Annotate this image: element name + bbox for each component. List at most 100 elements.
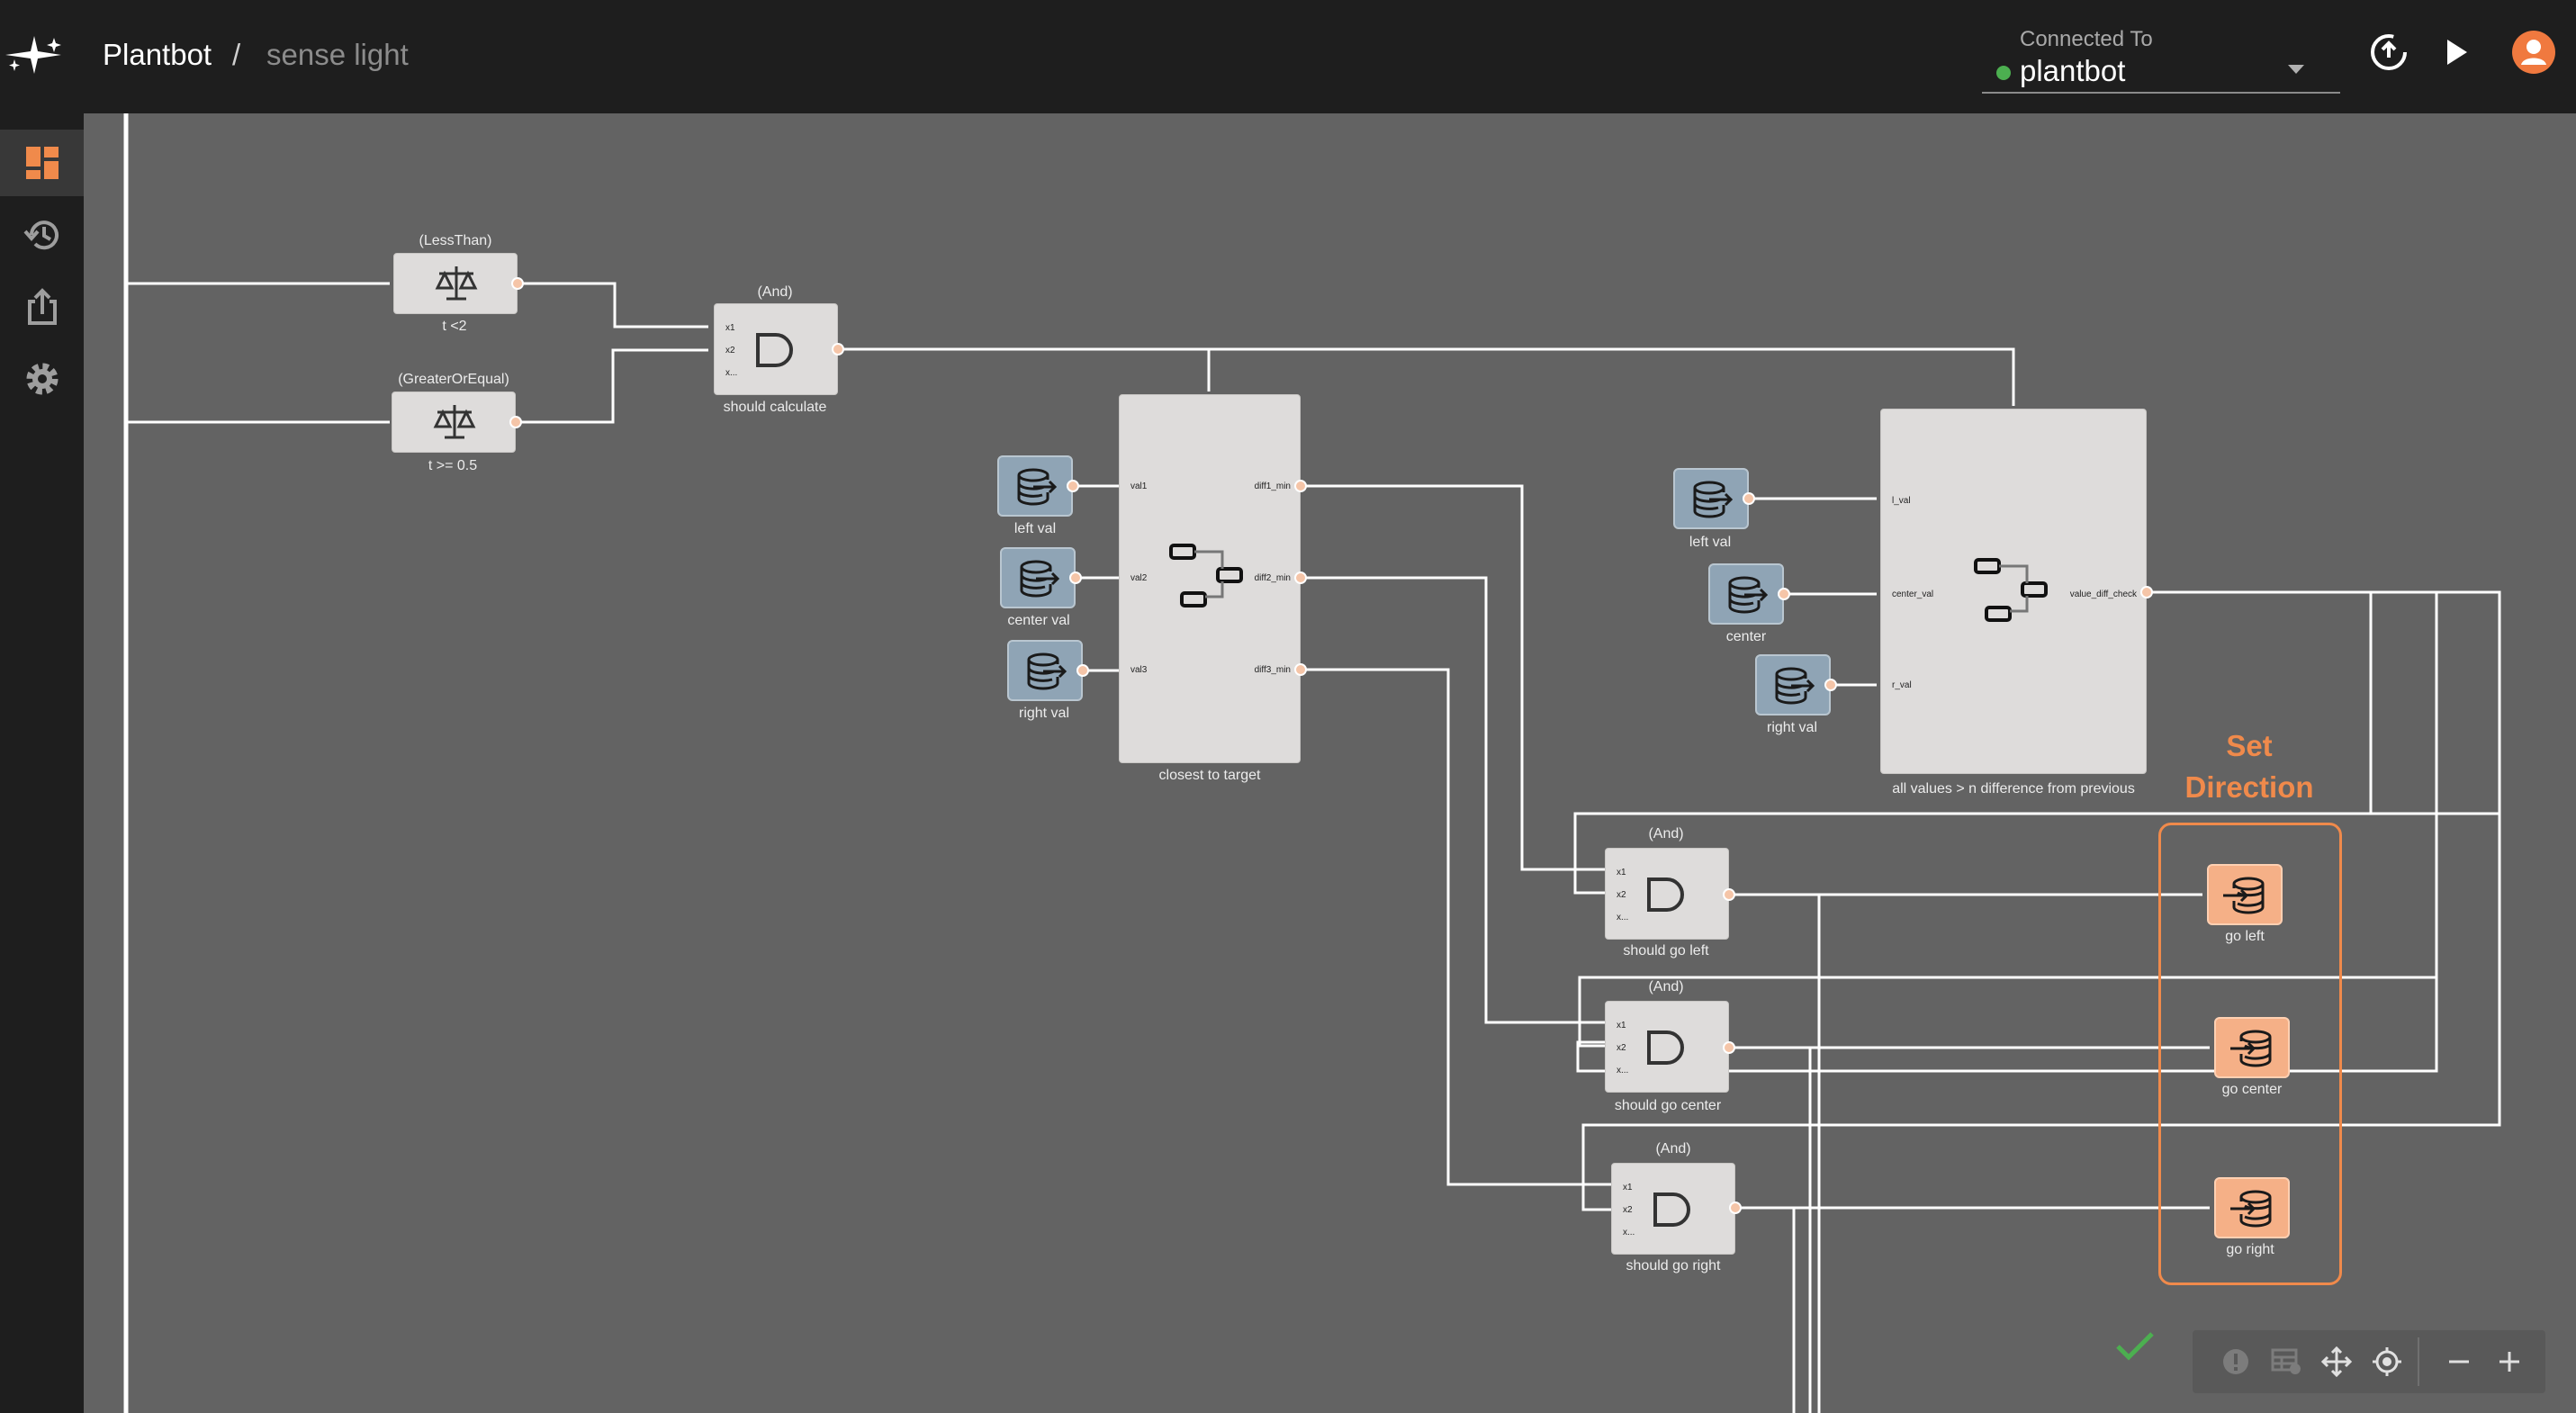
closest-label: closest to target <box>1158 768 1261 783</box>
port-label: x2 <box>1617 1043 1626 1053</box>
greater-type-label: (GreaterOrEqual) <box>398 372 509 387</box>
left-val-label: left val <box>1013 521 1057 536</box>
database-icon <box>1027 652 1067 690</box>
database-icon <box>1017 468 1058 506</box>
andleft-label: should go left <box>1623 943 1709 958</box>
port-label: diff2_min <box>1254 573 1291 583</box>
lessthan-type-label: (LessThan) <box>419 233 492 248</box>
left-val-node[interactable] <box>997 455 1073 517</box>
subflow-icon <box>1974 558 2048 622</box>
andleft-type-label: (And) <box>1648 826 1684 842</box>
go-left-label: go left <box>2225 929 2265 944</box>
database-icon <box>1775 667 1815 705</box>
and1-type-label: (And) <box>757 284 793 300</box>
and-gate-icon <box>1647 878 1684 912</box>
deploy-icon[interactable] <box>2367 31 2410 74</box>
and-gate-icon <box>1647 1030 1684 1065</box>
closest-to-target-node[interactable]: val1 val2 val3 diff1_min diff2_min diff3… <box>1119 394 1301 763</box>
port-label: value_diff_check <box>2069 590 2137 599</box>
port-label: x1 <box>1623 1183 1633 1192</box>
locate-icon <box>2373 1347 2401 1376</box>
play-icon[interactable] <box>2434 31 2477 74</box>
table-icon <box>2271 1348 2301 1374</box>
breadcrumb-project[interactable]: Plantbot <box>103 38 212 71</box>
and-node[interactable]: x1 x2 x... <box>1605 848 1729 940</box>
zoom-out-button[interactable] <box>2434 1330 2484 1393</box>
top-bar: Plantbot / sense light Connected To plan… <box>0 0 2576 113</box>
sidebar-item-history[interactable] <box>0 202 84 268</box>
port-label: x... <box>1617 913 1629 922</box>
history-icon <box>23 220 59 250</box>
set-direction-group[interactable] <box>2158 823 2342 1285</box>
lessthan-node[interactable] <box>393 253 518 314</box>
andright-label: should go right <box>1626 1258 1721 1274</box>
left-val-label: left val <box>1689 535 1732 550</box>
port-label: x2 <box>725 346 735 356</box>
breadcrumb-flow-name[interactable]: sense light <box>266 38 409 71</box>
right-val-node[interactable] <box>1007 640 1083 701</box>
all-values-node[interactable]: l_val center_val r_val value_diff_check <box>1880 409 2147 774</box>
flow-canvas[interactable]: (LessThan) t <2 (GreaterOrEqual) t >= 0.… <box>84 113 2576 1413</box>
database-input-icon <box>2230 1190 2272 1228</box>
connection-label: Connected To <box>2020 27 2153 51</box>
port-label: r_val <box>1892 680 1912 690</box>
go-right-label: go right <box>2226 1242 2274 1257</box>
check-icon <box>2116 1332 2154 1361</box>
database-input-icon <box>2230 1030 2272 1067</box>
breadcrumb-separator: / <box>232 38 241 71</box>
port-label: x... <box>1623 1228 1635 1238</box>
group-title-line2: Direction <box>2184 770 2314 804</box>
port-label: val3 <box>1130 665 1148 675</box>
right-val-label: right val <box>1018 706 1070 721</box>
sidebar-item-share[interactable] <box>0 274 84 340</box>
subflow-icon <box>1169 544 1243 608</box>
go-left-node[interactable] <box>2207 864 2283 925</box>
port-label: x1 <box>1617 1021 1626 1030</box>
andcenter-label: should go center <box>1614 1098 1722 1113</box>
table-button[interactable] <box>2261 1330 2311 1393</box>
group-title-line1: Set <box>2226 729 2273 762</box>
and-gate-icon <box>1653 1192 1690 1227</box>
center-node[interactable] <box>1708 563 1784 625</box>
port-dots <box>509 277 2153 1214</box>
zoom-in-icon <box>2499 1352 2519 1372</box>
zoom-out-icon <box>2449 1360 2469 1364</box>
gear-icon <box>26 363 58 395</box>
and-gate-icon <box>756 333 793 367</box>
go-center-node[interactable] <box>2214 1017 2290 1078</box>
scale-icon <box>433 405 476 439</box>
right-val-label: right val <box>1766 720 1818 735</box>
sidebar-item-settings[interactable] <box>0 346 84 412</box>
andcenter-type-label: (And) <box>1648 979 1684 994</box>
port-label: x1 <box>725 323 735 333</box>
and-node[interactable]: x1 x2 x... <box>1611 1163 1735 1255</box>
left-val-node[interactable] <box>1673 468 1749 529</box>
greater-node[interactable] <box>392 392 516 453</box>
and-node[interactable]: x1 x2 x... <box>1605 1001 1729 1093</box>
group-title: Set Direction <box>2160 725 2338 808</box>
info-button[interactable] <box>2211 1330 2261 1393</box>
zoom-in-button[interactable] <box>2484 1330 2535 1393</box>
port-label: x... <box>1617 1066 1629 1076</box>
database-icon <box>1693 481 1734 518</box>
go-right-node[interactable] <box>2214 1177 2290 1238</box>
sidebar-item-dashboard[interactable] <box>0 130 84 196</box>
connection-selector[interactable]: Connected To plantbot <box>1982 20 2340 94</box>
connection-wires <box>123 113 2501 1413</box>
lessthan-label: t <2 <box>442 319 467 334</box>
port-label: x2 <box>1617 890 1626 900</box>
greater-label: t >= 0.5 <box>428 458 478 473</box>
dashboard-icon <box>25 147 59 179</box>
right-val-node[interactable] <box>1755 654 1831 716</box>
logo-sparkle-icon[interactable] <box>2 32 65 77</box>
go-center-label: go center <box>2221 1082 2283 1097</box>
locate-button[interactable] <box>2362 1330 2412 1393</box>
port-label: l_val <box>1892 496 1911 506</box>
and-node[interactable]: x1 x2 x... <box>714 303 838 395</box>
port-label: diff1_min <box>1254 482 1291 491</box>
center-val-node[interactable] <box>1000 547 1076 608</box>
sidebar <box>0 113 84 1413</box>
avatar[interactable] <box>2512 31 2555 74</box>
and1-label: should calculate <box>723 400 827 415</box>
move-button[interactable] <box>2311 1330 2362 1393</box>
